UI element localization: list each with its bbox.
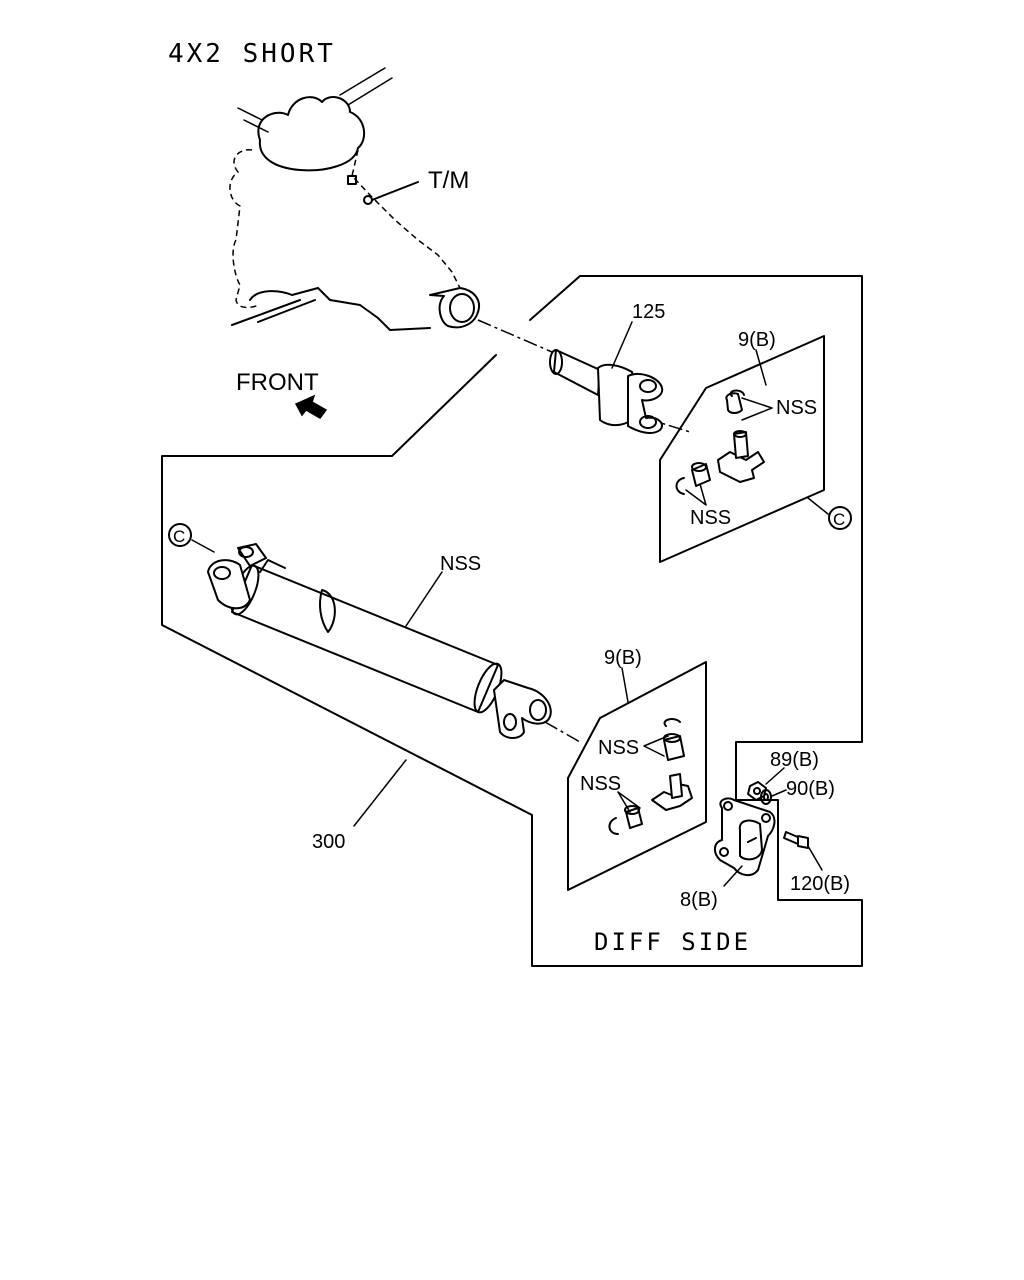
assembly-boundary — [161, 275, 863, 967]
part-300-label: 300 — [312, 831, 345, 853]
ujoint-cross-upper — [675, 389, 765, 495]
nss-lower-bottom: NSS — [580, 773, 621, 795]
part-89b-label: 89(B) — [770, 749, 819, 771]
nss-shaft: NSS — [440, 553, 481, 575]
washer-90b — [760, 789, 772, 805]
propeller-shaft-tube — [207, 543, 552, 739]
front-arrow-icon — [294, 394, 328, 419]
circle-c-shaft-letter: C — [173, 527, 185, 546]
flange-yoke-8b — [714, 797, 776, 876]
circle-c-marker-shaft — [168, 523, 192, 547]
axis-line-tm — [477, 319, 553, 353]
part-90b-label: 90(B) — [786, 778, 835, 800]
ujoint-cross-lower — [608, 718, 693, 835]
circle-c-upper-letter: C — [833, 510, 845, 529]
front-label: FRONT — [236, 369, 319, 396]
ujoint-panel-lower — [567, 661, 707, 891]
tm-label: T/M — [428, 167, 469, 194]
part-8b-label: 8(B) — [680, 889, 718, 911]
circle-c-marker-upper — [828, 506, 852, 530]
diagram-title: 4X2 SHORT — [168, 39, 336, 69]
bolt-120b — [783, 831, 809, 849]
part-125-label: 125 — [632, 301, 665, 323]
nss-lower-top: NSS — [598, 737, 639, 759]
diff-side-label: DIFF SIDE — [594, 928, 751, 956]
part-9b-lower-label: 9(B) — [604, 647, 642, 669]
axis-line-shaft-ujoint — [544, 721, 581, 743]
slip-yoke-125 — [549, 349, 664, 434]
ujoint-panel-upper — [659, 335, 825, 563]
part-9b-upper-label: 9(B) — [738, 329, 776, 351]
nss-upper-top: NSS — [776, 397, 817, 419]
nss-upper-bottom: NSS — [690, 507, 731, 529]
transmission-housing — [229, 67, 480, 331]
part-120b-label: 120(B) — [790, 873, 850, 895]
